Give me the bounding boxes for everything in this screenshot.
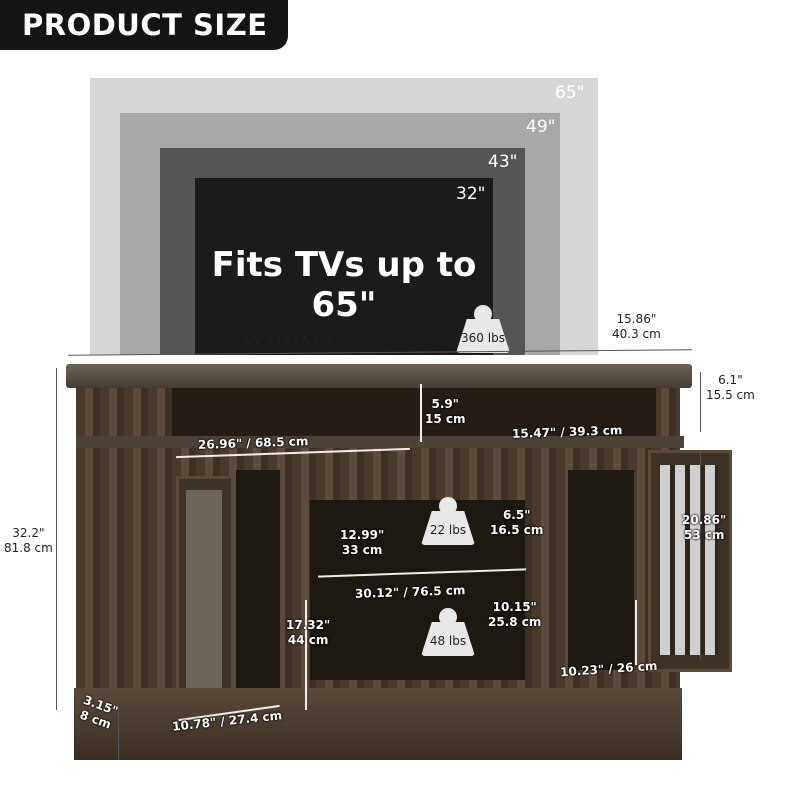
- weight-icon: 48 lbs: [418, 608, 478, 656]
- upper-height-line: [420, 384, 422, 442]
- right-cab-in: 20.86": [682, 513, 727, 527]
- right-cab-height-label: 20.86"53 cm: [682, 513, 726, 543]
- tv-32-rect: [195, 178, 493, 355]
- center-top-cm: 16.5 cm: [490, 523, 544, 537]
- bottom-weight-label: 48 lbs: [429, 634, 467, 648]
- top-gap-dimension-line: [700, 372, 701, 432]
- tv-65-label: 65": [555, 83, 585, 103]
- depth-in: 15.86": [616, 312, 657, 326]
- cabinet-base: [74, 688, 682, 760]
- cabinet-top: [66, 364, 692, 388]
- center-top-label: 6.5"16.5 cm: [490, 508, 543, 538]
- width-label: 58" / 147.5 cm: [243, 334, 332, 348]
- weight-icon: 22 lbs: [418, 497, 478, 545]
- page-title: PRODUCT SIZE: [0, 0, 288, 50]
- height-cm: 81.8 cm: [4, 541, 53, 555]
- upper-height-cm: 15 cm: [425, 412, 466, 426]
- left-cabinet: [236, 470, 280, 700]
- top-gap-label: 6.1"15.5 cm: [706, 373, 755, 403]
- center-depth-in: 12.99": [340, 528, 385, 542]
- tagline: Fits TVs up to 65": [211, 245, 477, 325]
- upper-height-in: 5.9": [431, 397, 459, 411]
- tv-43-label: 43": [488, 152, 518, 172]
- right-door-glass: [660, 465, 718, 655]
- upper-shelf: [76, 436, 684, 448]
- center-bottom-in: 10.15": [492, 600, 537, 614]
- left-door-glass: [186, 490, 222, 690]
- center-bottom-cm: 25.8 cm: [488, 615, 542, 629]
- center-bottom-label: 10.15"25.8 cm: [488, 600, 541, 630]
- middle-weight-label: 22 lbs: [429, 523, 467, 537]
- top-weight-label: 360 lbs: [461, 331, 505, 345]
- height-label: 32.2"81.8 cm: [4, 526, 53, 556]
- top-gap-in: 6.1": [718, 373, 743, 387]
- upper-height-label: 5.9"15 cm: [425, 397, 466, 427]
- tv-49-label: 49": [526, 117, 556, 137]
- right-cabinet: [568, 470, 634, 670]
- right-cab-dimension-line: [700, 450, 701, 660]
- center-height-label: 17.32"44 cm: [286, 618, 330, 648]
- top-gap-cm: 15.5 cm: [706, 388, 755, 402]
- right-cab-height-line: [635, 600, 637, 665]
- base-dimension-line: [118, 705, 119, 760]
- upper-compartment: [172, 384, 656, 444]
- right-cab-cm: 53 cm: [683, 528, 725, 542]
- weight-icon: 360 lbs: [453, 305, 513, 353]
- height-dimension-line: [56, 368, 57, 710]
- height-in: 32.2": [12, 526, 45, 540]
- center-depth-label: 12.99"33 cm: [340, 528, 384, 558]
- center-height-cm: 44 cm: [287, 633, 329, 647]
- center-height-in: 17.32": [286, 618, 331, 632]
- tv-32-label: 32": [456, 184, 486, 204]
- depth-cm: 40.3 cm: [612, 327, 661, 341]
- center-height-line: [305, 600, 307, 710]
- center-compartment: [310, 500, 525, 680]
- center-top-in: 6.5": [502, 508, 531, 522]
- depth-label: 15.86"40.3 cm: [612, 312, 661, 342]
- center-depth-cm: 33 cm: [341, 543, 383, 557]
